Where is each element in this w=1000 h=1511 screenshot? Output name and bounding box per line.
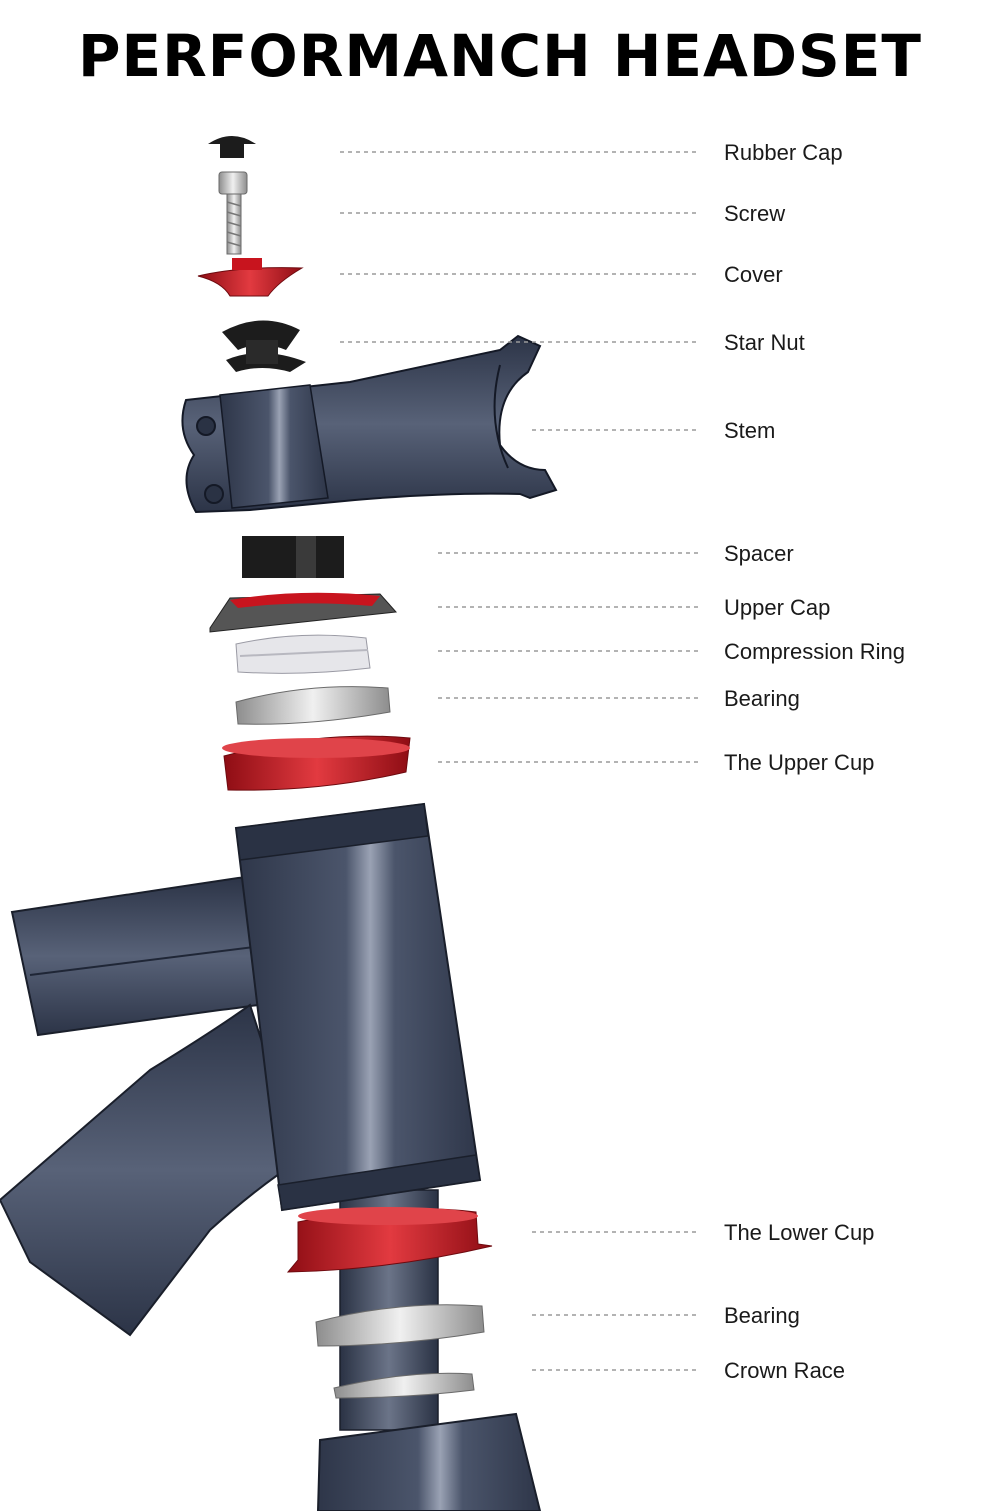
- rubber-cap-part: [208, 136, 256, 158]
- compression-ring-part: [235, 634, 371, 674]
- label-rubber-cap: Rubber Cap: [724, 140, 843, 165]
- bearing-lower-part: [315, 1304, 485, 1347]
- leader-lines: [340, 151, 700, 1371]
- head-tube-top-ring: [235, 803, 429, 861]
- lower-cup-part: [286, 1207, 493, 1273]
- screw-part: [218, 171, 248, 255]
- part-labels: Rubber Cap Screw Cover Star Nut Stem Spa…: [724, 140, 905, 1383]
- label-lower-cup: The Lower Cup: [724, 1220, 874, 1245]
- page-title: PERFORMANCH HEADSET: [78, 22, 922, 90]
- label-bearing-lower: Bearing: [724, 1303, 800, 1328]
- crown-race-part: [333, 1372, 475, 1399]
- label-crown-race: Crown Race: [724, 1358, 845, 1383]
- label-compression-ring: Compression Ring: [724, 639, 905, 664]
- down-tube: [0, 1003, 302, 1337]
- cover-part: [197, 258, 304, 297]
- frame: [0, 802, 542, 1511]
- upper-cup-part: [222, 735, 411, 791]
- bearing-upper-part: [235, 686, 391, 725]
- label-screw: Screw: [724, 201, 785, 226]
- label-star-nut: Star Nut: [724, 330, 805, 355]
- head-tube-bottom-ring: [277, 1154, 481, 1211]
- stem-part: [181, 334, 558, 514]
- fork-crown: [316, 1412, 542, 1511]
- spacer-part: [242, 536, 344, 578]
- label-spacer: Spacer: [724, 541, 794, 566]
- label-upper-cap: Upper Cap: [724, 595, 830, 620]
- spacer-highlight: [296, 536, 316, 578]
- label-cover: Cover: [724, 262, 783, 287]
- label-bearing-upper: Bearing: [724, 686, 800, 711]
- star-nut-part: [222, 320, 306, 372]
- top-tube-edge: [29, 944, 271, 976]
- upper-cap-part: [209, 592, 398, 633]
- label-stem: Stem: [724, 418, 775, 443]
- label-upper-cup: The Upper Cup: [724, 750, 874, 775]
